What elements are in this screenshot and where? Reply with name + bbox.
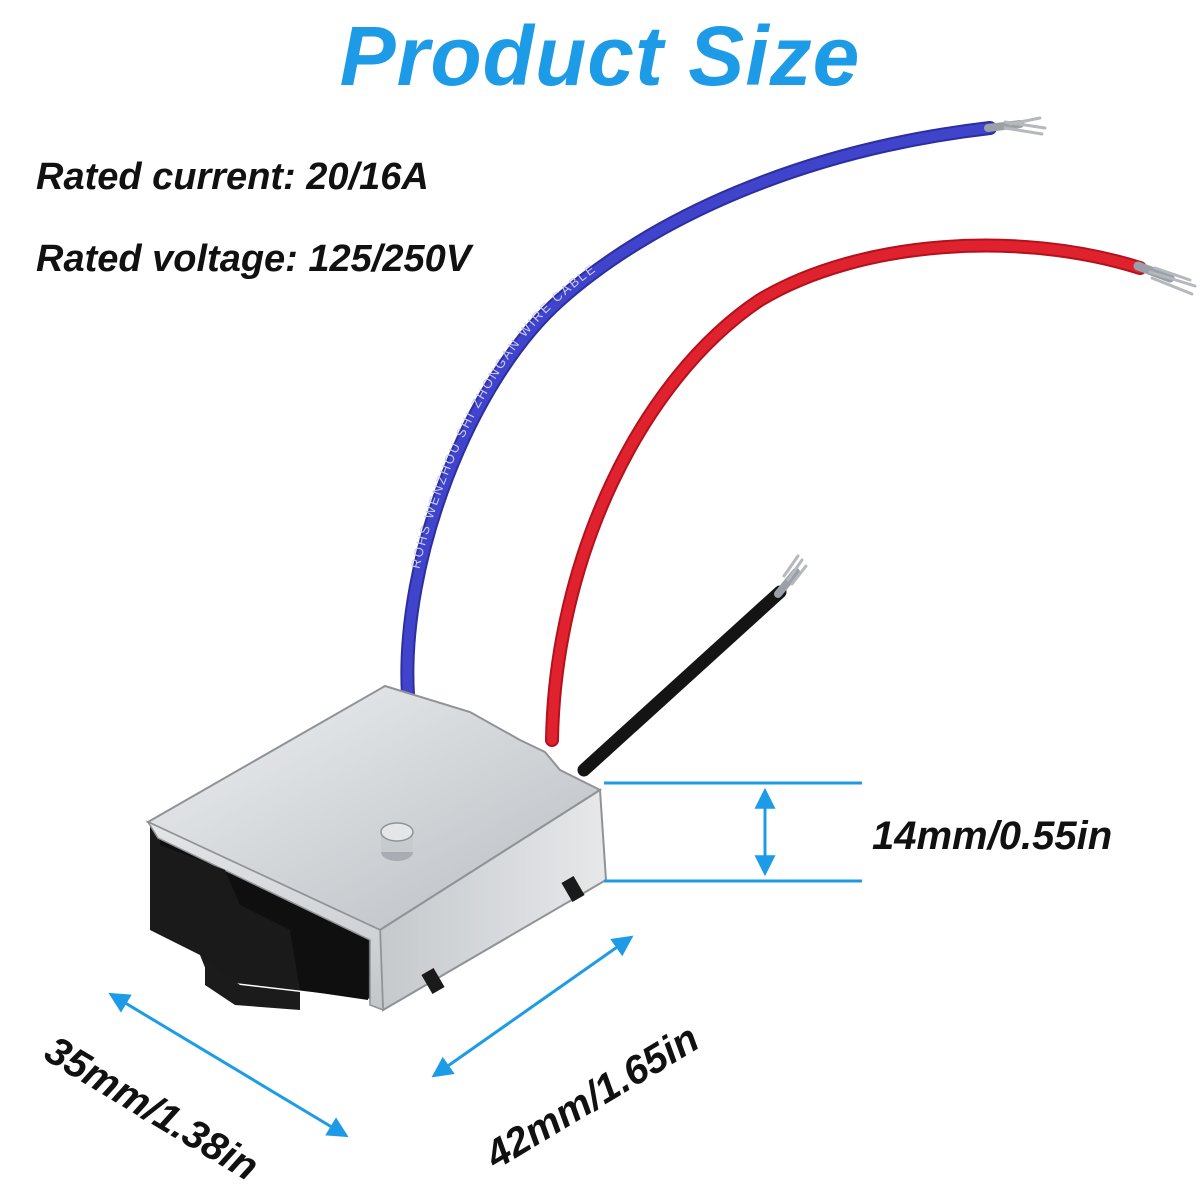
length-dimension [431,935,634,1078]
switch-housing [145,684,608,1012]
center-pin [380,822,414,842]
terminal-slot [561,875,585,903]
red-wire [545,238,1197,747]
black-wire [577,554,808,777]
rated-voltage-label: Rated voltage: 125/250V [36,238,472,280]
height-dimension-label: 14mm/0.55in [872,814,1113,858]
width-dimension [108,992,349,1138]
height-dimension [604,781,862,883]
blue-wire: ROHS WENZHOU SHI ZHONGAN WIRE CABLE [407,116,1047,695]
page-title: Product Size [339,9,861,103]
rated-current-label: Rated current: 20/16A [36,156,429,198]
